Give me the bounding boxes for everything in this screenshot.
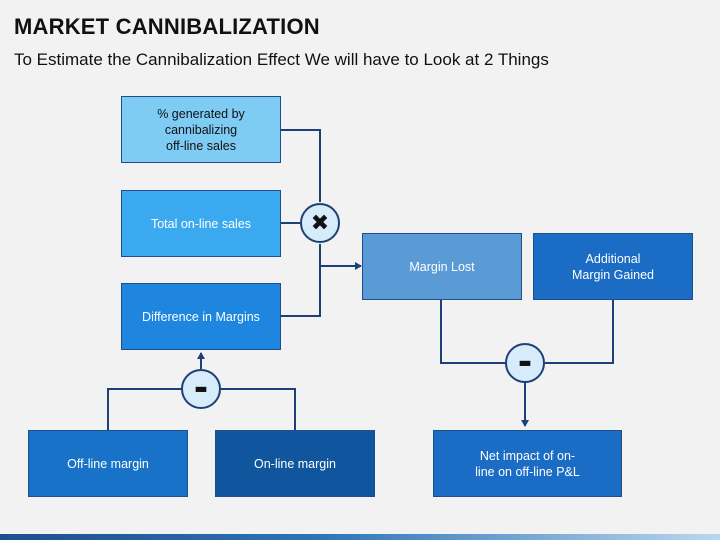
multiply-operator-icon: ✖ (300, 203, 340, 243)
connector-additional-to-minus (545, 300, 614, 364)
connector-offline-to-minus (107, 388, 181, 430)
multiply-glyph: ✖ (310, 210, 330, 236)
page-title: MARKET CANNIBALIZATION (14, 14, 320, 39)
minus-operator-icon-left: ▬ (181, 369, 221, 409)
box-total-online-sales: Total on-line sales (121, 190, 281, 257)
box-margin-lost: Margin Lost (362, 233, 522, 300)
connector-margin-lost-to-minus (440, 300, 505, 364)
box-pct-generated: % generated by cannibalizing off-line sa… (121, 96, 281, 163)
connector-difference-to-multiply (280, 244, 321, 317)
box-additional-margin-gained: Additional Margin Gained (533, 233, 693, 300)
minus-glyph-right: ▬ (518, 355, 532, 371)
minus-operator-icon-right: ▬ (505, 343, 545, 383)
connector-multiply-to-margin-lost (319, 244, 362, 270)
box-online-margin: On-line margin (215, 430, 375, 497)
box-offline-margin: Off-line margin (28, 430, 188, 497)
box-difference-in-margins: Difference in Margins (121, 283, 281, 350)
connector-pct-to-multiply (280, 129, 321, 202)
footer-accent-bar (0, 534, 720, 540)
box-net-impact: Net impact of on- line on off-line P&L (433, 430, 622, 497)
page-subtitle: To Estimate the Cannibalization Effect W… (14, 50, 549, 69)
minus-glyph-left: ▬ (194, 381, 208, 397)
connector-online-to-minus (221, 388, 296, 430)
